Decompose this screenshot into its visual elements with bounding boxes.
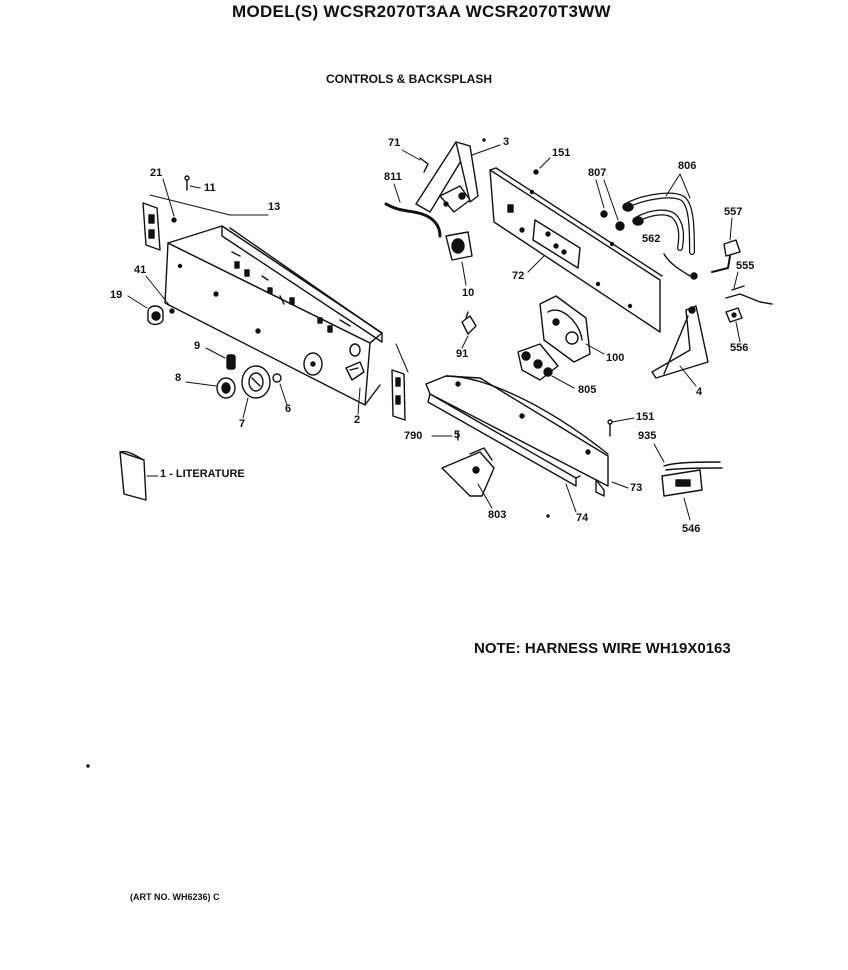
part-label-3: 3 — [503, 136, 510, 148]
timer-part-100[interactable] — [539, 295, 591, 363]
part-label-557: 557 — [724, 206, 743, 218]
dial-part-7[interactable] — [241, 365, 271, 399]
wire-part-555[interactable] — [725, 285, 773, 305]
harness-part-935[interactable] — [663, 461, 723, 471]
connector-part-546[interactable] — [661, 469, 703, 497]
switch-part-805[interactable] — [517, 343, 559, 381]
sensor-part-556[interactable] — [725, 307, 743, 323]
clip-part-6[interactable] — [272, 373, 282, 383]
backsplash-panel-part-72[interactable] — [489, 167, 663, 333]
end-cap-part-2[interactable] — [391, 369, 406, 421]
trim-part-74[interactable] — [427, 393, 581, 487]
screw-part-11[interactable] — [184, 175, 190, 191]
part-label-151b: 151 — [636, 411, 655, 423]
part-label-100: 100 — [606, 352, 625, 364]
clip-part-2[interactable] — [345, 361, 365, 381]
part-label-71: 71 — [388, 137, 401, 149]
hose-part-811[interactable] — [384, 202, 442, 238]
part-label-13: 13 — [268, 201, 281, 213]
literature-part-1[interactable] — [119, 450, 147, 501]
screw-part-151[interactable] — [533, 169, 539, 175]
page-title: MODEL(S) WCSR2070T3AA WCSR2070T3WW — [232, 2, 611, 21]
part-label-151: 151 — [552, 147, 571, 159]
wire-part-562[interactable] — [663, 253, 698, 280]
part-label-11: 11 — [204, 182, 216, 194]
part-label-546: 546 — [682, 523, 701, 535]
part-label-literature: 1 - LITERATURE — [160, 468, 245, 480]
spring-part-9[interactable] — [226, 354, 236, 370]
part-label-91: 91 — [456, 348, 469, 360]
part-label-803: 803 — [488, 509, 507, 521]
part-label-10: 10 — [462, 287, 475, 299]
part-label-790: 790 — [404, 430, 423, 442]
screw-part-41[interactable] — [169, 308, 175, 314]
bracket-part-3[interactable] — [415, 141, 479, 213]
part-label-19: 19 — [110, 289, 123, 301]
part-label-811: 811 — [384, 171, 402, 183]
part-label-807: 807 — [588, 167, 607, 179]
part-label-9: 9 — [194, 340, 201, 352]
part-label-2: 2 — [354, 414, 361, 426]
part-label-935: 935 — [638, 430, 657, 442]
screw-part-71[interactable] — [419, 157, 429, 173]
clamp-part-807[interactable] — [600, 210, 625, 231]
part-label-5: 5 — [454, 429, 461, 441]
part-label-806: 806 — [678, 160, 697, 172]
screw-part-21[interactable] — [171, 217, 177, 223]
part-label-556: 556 — [730, 342, 749, 354]
knob-part-8[interactable] — [216, 377, 236, 399]
part-label-41: 41 — [134, 264, 147, 276]
part-label-562: 562 — [642, 233, 661, 245]
hose-part-806[interactable] — [622, 192, 695, 255]
lever-part-803[interactable] — [441, 447, 495, 497]
part-label-21: 21 — [150, 167, 163, 179]
part-label-7: 7 — [239, 418, 246, 430]
part-label-8: 8 — [175, 372, 182, 384]
bracket-part-21[interactable] — [142, 202, 161, 251]
part-label-72: 72 — [512, 270, 525, 282]
clip-part-91[interactable] — [461, 311, 477, 335]
art-number: (ART NO. WH6236) C — [130, 892, 220, 902]
part-label-555: 555 — [736, 260, 755, 272]
part-label-73: 73 — [630, 482, 643, 494]
part-label-4: 4 — [696, 386, 703, 398]
switch-part-10[interactable] — [445, 231, 473, 261]
screw-part-151b[interactable] — [607, 419, 613, 437]
section-title: CONTROLS & BACKSPLASH — [326, 72, 493, 86]
knob-part-19[interactable] — [147, 305, 164, 326]
cord-part-557[interactable] — [711, 239, 741, 273]
part-label-6: 6 — [285, 403, 292, 415]
leader-13b — [149, 194, 231, 216]
part-label-74: 74 — [576, 512, 589, 524]
harness-note: NOTE: HARNESS WIRE WH19X0163 — [474, 640, 731, 657]
bracket-part-4[interactable] — [651, 305, 709, 379]
control-panel-part-13[interactable] — [164, 225, 383, 406]
part-label-805: 805 — [578, 384, 597, 396]
